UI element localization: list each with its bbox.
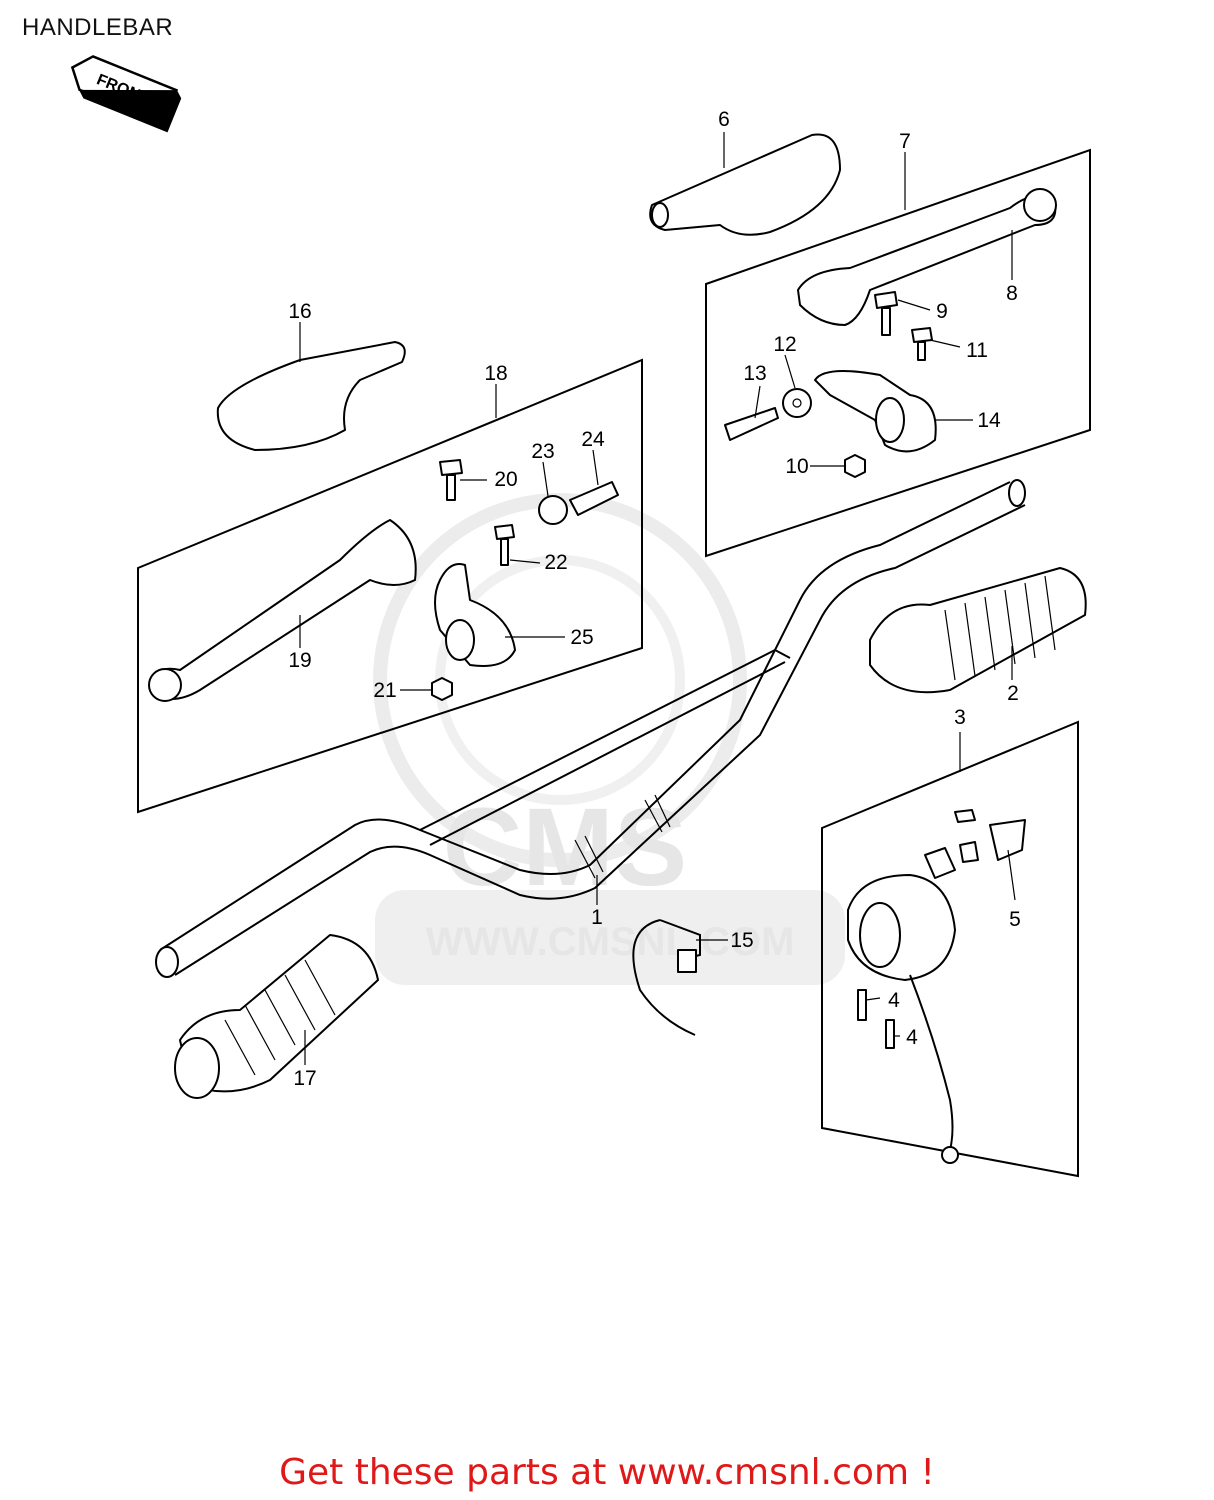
screw-4b — [885, 1019, 895, 1049]
callout-18: 18 — [484, 362, 507, 385]
clamp-band — [632, 919, 701, 1036]
throttle-grip — [869, 567, 1087, 694]
clutch-lever-cover — [216, 341, 406, 451]
callout-4a: 4 — [888, 989, 900, 1012]
callout-25: 25 — [570, 626, 593, 649]
nut-10 — [844, 454, 866, 478]
leader-lines — [299, 132, 1016, 1065]
callout-12: 12 — [773, 333, 796, 356]
clutch-lever-holder — [434, 563, 516, 667]
page-title: HANDLEBAR — [22, 14, 174, 41]
callout-8: 8 — [1006, 282, 1018, 305]
adjuster-bolt-13 — [724, 407, 779, 441]
throttle-housing — [847, 874, 959, 1164]
footer-link[interactable]: Get these parts at www.cmsnl.com ! — [279, 1452, 935, 1493]
cable-parts-5 — [924, 809, 1026, 879]
clutch-lever — [148, 519, 417, 702]
brake-lever — [797, 188, 1057, 326]
callout-15: 15 — [730, 929, 753, 952]
callout-labels: 1 2 3 4 4 5 6 7 8 9 10 11 12 13 14 15 16… — [288, 108, 1021, 1090]
bolt-22 — [494, 524, 515, 566]
screw-4a — [857, 989, 867, 1021]
callout-21: 21 — [373, 679, 396, 702]
adjuster-nut-23 — [538, 495, 568, 525]
callout-23: 23 — [531, 440, 554, 463]
callout-3: 3 — [954, 706, 966, 729]
left-grip — [174, 934, 379, 1099]
callout-20: 20 — [494, 468, 517, 491]
bolt-20 — [439, 459, 463, 501]
callout-11: 11 — [966, 339, 988, 362]
callout-5: 5 — [1009, 908, 1021, 931]
handlebar — [155, 479, 1026, 978]
throttle-kit-box — [821, 720, 1079, 1178]
callout-9: 9 — [936, 300, 948, 323]
adjuster-bolt-24 — [569, 481, 619, 516]
callout-19: 19 — [288, 649, 311, 672]
callout-1: 1 — [591, 906, 603, 929]
watermark-logo: CMS — [443, 786, 687, 909]
nut-21 — [431, 677, 453, 701]
front-arrow-icon: FRONT — [70, 55, 182, 133]
brake-lever-cover — [649, 133, 841, 236]
callout-17: 17 — [293, 1067, 316, 1090]
bolt-9 — [874, 291, 898, 336]
callout-6: 6 — [718, 108, 730, 131]
watermark-url: WWW.CMSNL.COM — [426, 920, 795, 964]
callout-10: 10 — [785, 455, 808, 478]
brake-lever-holder — [814, 370, 937, 453]
adjuster-nut-12 — [782, 388, 812, 418]
callout-16: 16 — [288, 300, 311, 323]
callout-22: 22 — [544, 551, 567, 574]
callout-7: 7 — [899, 130, 911, 153]
cms-watermark: CMS WWW.CMSNL.COM — [373, 493, 845, 985]
callout-14: 14 — [977, 409, 1001, 432]
callout-2: 2 — [1007, 682, 1019, 705]
brake-lever-kit-box — [705, 148, 1091, 558]
clutch-lever-kit-box — [137, 358, 643, 814]
bolt-11 — [911, 327, 933, 361]
callout-24: 24 — [581, 428, 605, 451]
callout-4b: 4 — [906, 1026, 918, 1049]
callout-13: 13 — [743, 362, 766, 385]
